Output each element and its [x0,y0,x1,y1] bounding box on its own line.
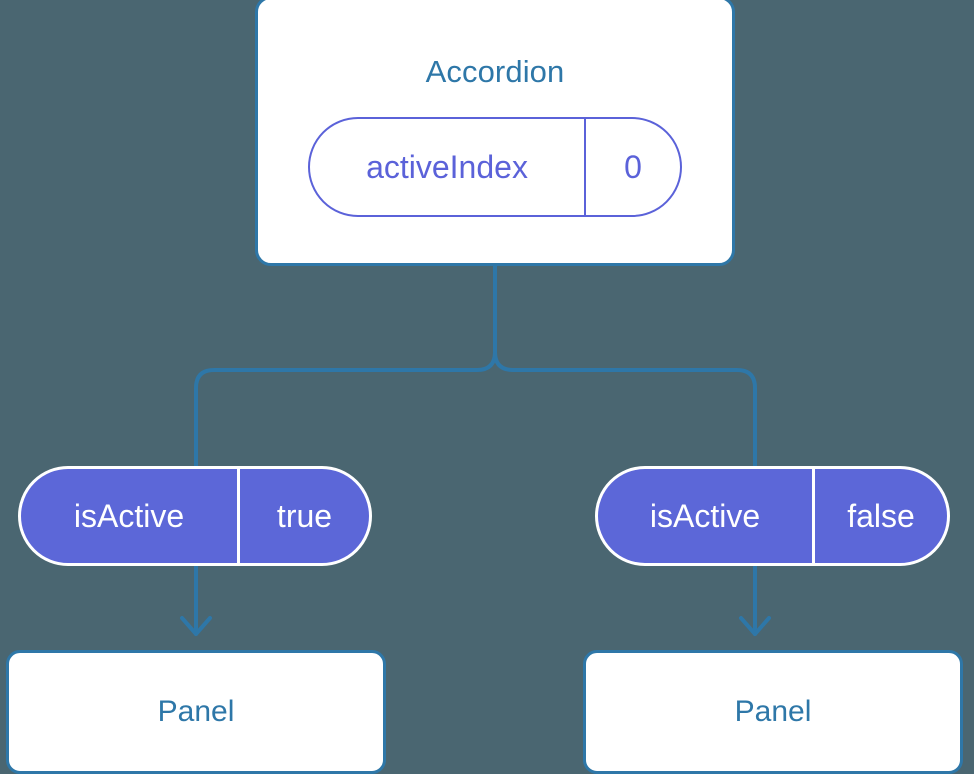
accordion-title: Accordion [425,53,565,89]
right-prop-pill[interactable]: isActive false [595,466,950,566]
arrow-right-head-icon [739,616,771,636]
left-prop-pill[interactable]: isActive true [18,466,372,566]
connector-root-to-right [493,263,757,472]
left-panel-card[interactable]: Panel [6,650,386,774]
accordion-state-pill[interactable]: activeIndex 0 [308,116,682,217]
right-prop-key: isActive [598,469,815,563]
left-panel-label: Panel [157,695,235,728]
accordion-state-value: 0 [624,148,642,185]
accordion-state-key: activeIndex [310,118,586,215]
arrow-left-head-icon [180,616,212,636]
connector-root-to-left [194,263,497,472]
left-prop-value: true [276,498,333,534]
left-prop-key: isActive [21,469,240,563]
right-prop-value: false [847,498,915,534]
right-panel-card[interactable]: Panel [583,650,963,774]
right-panel-label: Panel [734,695,812,728]
accordion-component-card[interactable]: Accordion activeIndex 0 [255,0,735,266]
